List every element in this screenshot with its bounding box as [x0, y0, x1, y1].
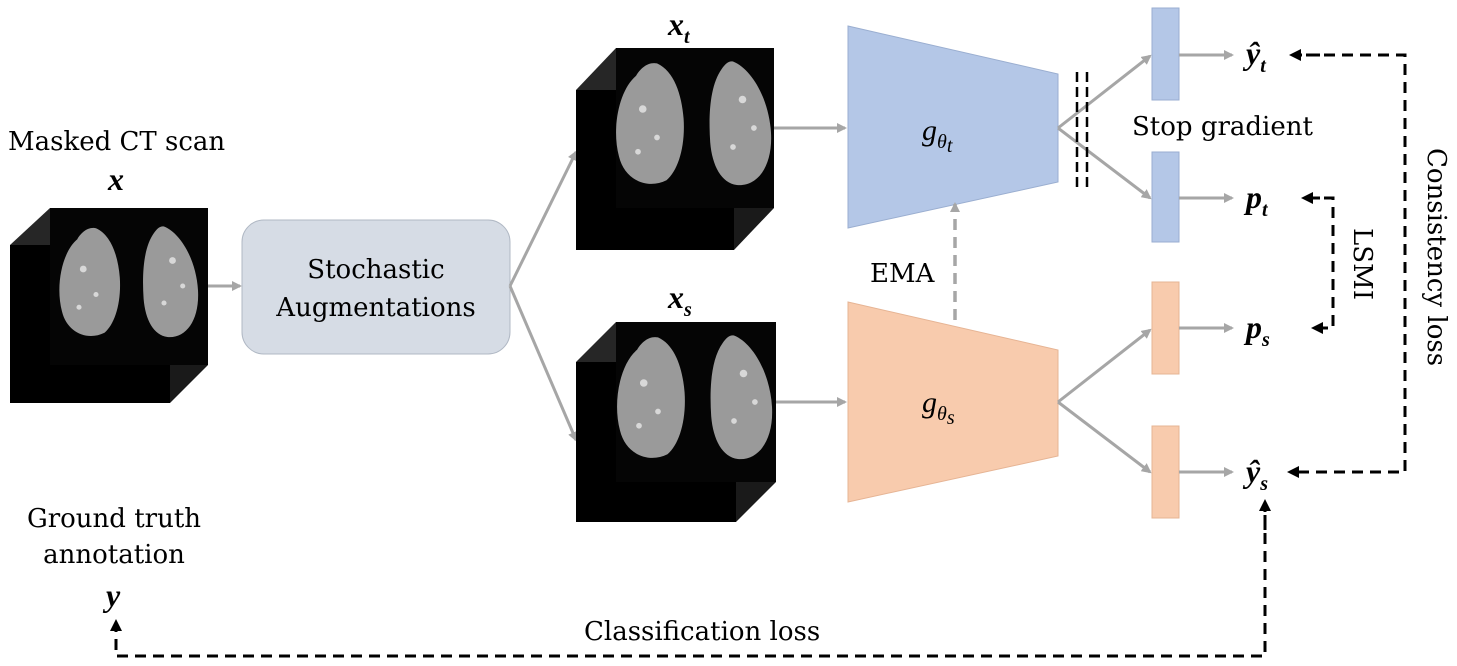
teacher-view-volume [576, 48, 774, 250]
ground-truth-symbol: y [102, 577, 121, 613]
teacher-projection-head [1151, 151, 1180, 243]
teacher-network [847, 25, 1059, 229]
teacher-classifier-head [1151, 7, 1180, 101]
student-classifier-head [1151, 425, 1180, 519]
output-pt-symbol: pt [1243, 179, 1269, 221]
input-caption: Masked CT scan [8, 127, 225, 157]
augmentation-box [241, 219, 511, 355]
augment-label-line2: Augmentations [275, 293, 475, 323]
output-yt-symbol: ŷt [1242, 35, 1267, 77]
lsmi-loss-arrow [1306, 196, 1335, 334]
classification-loss-arrow [110, 515, 1267, 658]
input-symbol: x [107, 161, 124, 197]
arrow-teacher-to-yt-head [1057, 54, 1152, 130]
arrow-student-to-ys-head [1057, 400, 1152, 474]
ema-label: EMA [870, 259, 936, 289]
ground-truth-label-line1: Ground truth [27, 504, 201, 534]
ground-truth-label-line2: annotation [43, 540, 185, 570]
classification-loss-label: Classification loss [584, 617, 820, 647]
student-projection-head [1151, 281, 1180, 375]
arrow-augment-to-student-view [508, 285, 578, 442]
output-ys-symbol: ŷs [1242, 453, 1268, 495]
stop-gradient-marks [1075, 72, 1089, 188]
student-view-symbol: xs [667, 279, 692, 321]
stop-gradient-label: Stop gradient [1132, 112, 1313, 142]
output-ps-symbol: ps [1243, 309, 1270, 351]
lsmi-label: LSMI [1347, 228, 1377, 300]
teacher-network-symbol: gθt [922, 114, 953, 157]
consistency-loss-label: Consistency loss [1421, 148, 1451, 366]
input-ct-volume [10, 208, 208, 403]
teacher-view-symbol: xt [667, 6, 691, 48]
consistency-loss-arrow [1287, 53, 1407, 478]
augment-label-line1: Stochastic [307, 255, 444, 285]
student-network [847, 301, 1059, 503]
arrow-augment-to-teacher-view [508, 150, 578, 287]
student-network-symbol: gθs [922, 386, 955, 429]
arrow-student-to-ps-head [1057, 328, 1152, 404]
arrow-teacher-to-pt-head [1057, 126, 1152, 200]
student-view-volume [576, 322, 776, 522]
